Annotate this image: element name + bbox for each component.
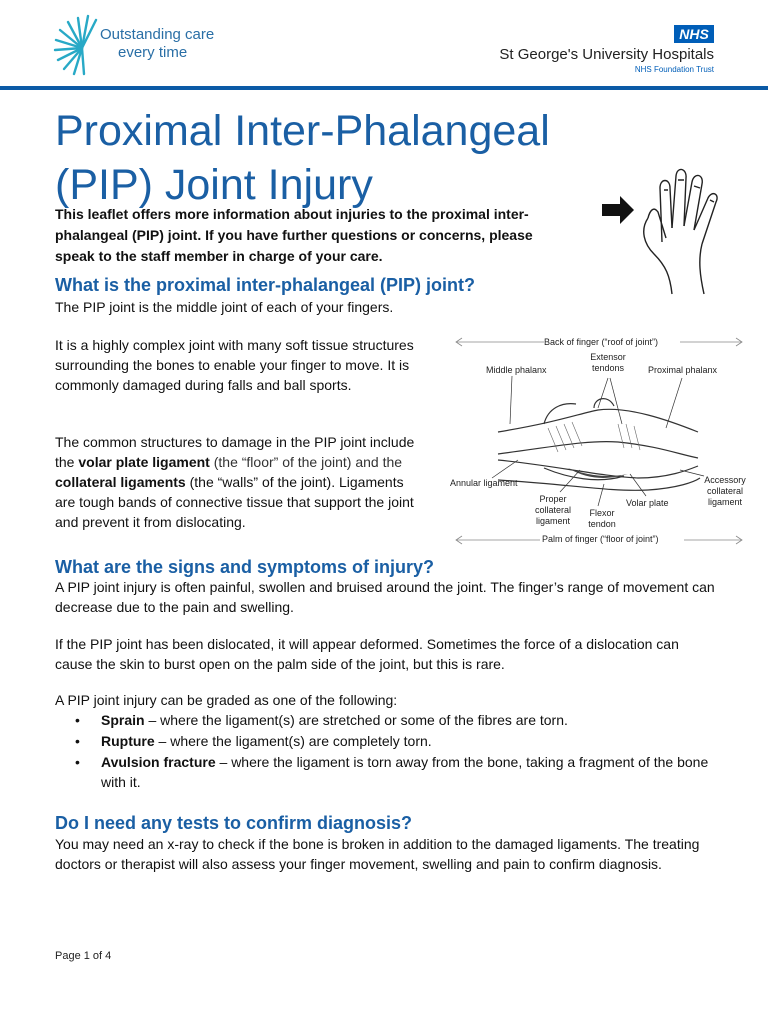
label-proximal-phalanx: Proximal phalanx — [648, 365, 718, 375]
list-item-sprain: •Sprain – where the ligament(s) are stre… — [75, 712, 568, 728]
title-line1: Proximal Inter-Phalangeal — [55, 107, 550, 155]
hand-illustration — [602, 168, 718, 295]
hand-outline-icon — [643, 168, 718, 295]
volar-plate-term: volar plate ligament — [78, 454, 210, 470]
section-heading-signs-symptoms: What are the signs and symptoms of injur… — [55, 557, 435, 577]
label-annular-ligament: Annular ligament — [450, 478, 518, 488]
section1-paragraph3: The common structures to damage in the P… — [55, 434, 415, 530]
label-flexor-tendon: Flexor tendon — [588, 508, 616, 529]
trust-name: St George's University Hospitals — [499, 46, 714, 63]
arrow-right-icon — [602, 196, 634, 224]
label-volar-plate: Volar plate — [626, 498, 669, 508]
outstanding-care-logo: Outstanding care every time — [52, 14, 292, 76]
anatomy-drawing — [455, 337, 743, 545]
pip-joint-anatomy-diagram: Back of finger (“roof of joint”) Extenso… — [448, 328, 748, 554]
label-proper-collateral-ligament: Proper collateral ligament — [534, 494, 572, 526]
label-extensor-tendons: Extensor tendons — [590, 352, 626, 373]
section2-paragraph2: If the PIP joint has been dislocated, it… — [55, 636, 679, 672]
title-line2: (PIP) Joint Injury — [55, 161, 373, 209]
list-item-avulsion-fracture: •Avulsion fracture – where the ligament … — [75, 754, 709, 790]
label-accessory-collateral-ligament: Accessory collateral ligament — [704, 475, 746, 507]
section2-paragraph3: A PIP joint injury can be graded as one … — [55, 692, 398, 708]
section-heading-pip-joint: What is the proximal inter-phalangeal (P… — [55, 275, 476, 295]
section3-paragraph1: You may need an x-ray to check if the bo… — [55, 836, 700, 872]
collateral-ligaments-term: collateral ligaments — [55, 474, 186, 490]
starburst-logo-icon — [53, 14, 98, 76]
bullet-icon: • — [75, 712, 80, 728]
section1-paragraph2: It is a highly complex joint with many s… — [55, 337, 414, 393]
section-heading-tests: Do I need any tests to confirm diagnosis… — [55, 813, 413, 833]
page-title: Proximal Inter-Phalangeal (PIP) Joint In… — [55, 104, 615, 212]
section2-paragraph1: A PIP joint injury is often painful, swo… — [55, 579, 715, 615]
tagline-line1: Outstanding care — [100, 26, 215, 43]
bullet-icon: • — [75, 733, 80, 749]
bullet-icon: • — [75, 754, 80, 770]
trust-subtitle: NHS Foundation Trust — [634, 65, 714, 74]
label-palm-of-finger: Palm of finger (“floor of joint”) — [542, 534, 659, 544]
label-back-of-finger: Back of finger (“roof of joint”) — [544, 337, 659, 347]
list-item-rupture: •Rupture – where the ligament(s) are com… — [75, 733, 432, 749]
injury-grades-list: •Sprain – where the ligament(s) are stre… — [55, 710, 715, 793]
section1-paragraph1: The PIP joint is the middle joint of eac… — [55, 299, 394, 315]
header-divider — [0, 86, 768, 90]
tagline-line2: every time — [118, 44, 188, 61]
nhs-logo: NHS — [674, 25, 714, 43]
page-number: Page 1 of 4 — [55, 950, 112, 962]
label-middle-phalanx: Middle phalanx — [486, 365, 547, 375]
page-header: Outstanding care every time NHS St Georg… — [0, 0, 768, 92]
intro-paragraph: This leaflet offers more information abo… — [55, 206, 533, 264]
volar-plate-shape — [568, 468, 628, 478]
